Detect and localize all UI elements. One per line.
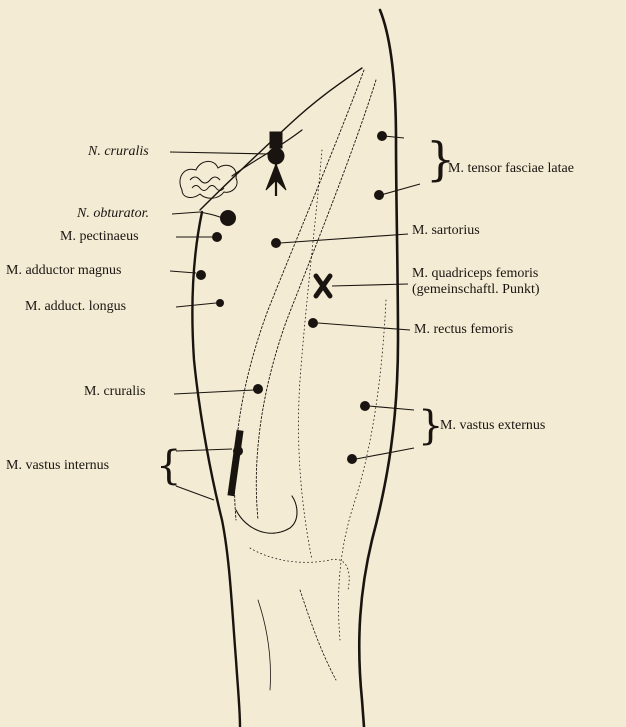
point-sartorius (271, 238, 281, 248)
label-n-cruralis: N. cruralis (88, 144, 149, 160)
rectus-shade (299, 150, 323, 560)
point-rectus-femoris (308, 318, 318, 328)
label-sartorius: M. sartorius (412, 223, 480, 239)
sartorius-edge-1 (234, 70, 364, 520)
n-cruralis-dot (268, 148, 284, 164)
quadriceps-x-marker (316, 276, 330, 296)
n-cruralis-bar-top (270, 132, 282, 148)
point-pectinaeus (212, 232, 222, 242)
knee-crease-1 (258, 600, 271, 690)
label-cruralis: M. cruralis (84, 384, 145, 400)
label-pectinaeus: M. pectinaeus (60, 229, 139, 245)
brace-vastus-internus: { (156, 446, 181, 486)
outer-contour (359, 10, 398, 727)
patella-shade (250, 548, 349, 590)
label-rectus-femoris: M. rectus femoris (414, 322, 513, 338)
pubic-hair (180, 161, 237, 198)
label-adductor-magnus: M. adductor magnus (6, 263, 121, 279)
point-vastus-ext-lower (347, 454, 357, 464)
patella-arc (236, 496, 297, 533)
point-adductor-magnus (196, 270, 206, 280)
leader-lines (170, 136, 420, 500)
label-tensor-fasciae-latae: M. tensor fasciae latae (448, 161, 574, 177)
label-n-obturator: N. obturator. (77, 206, 149, 222)
motor-points (196, 131, 387, 464)
label-vastus-externus: M. vastus externus (440, 418, 545, 434)
point-adduct-longus (216, 299, 224, 307)
point-n-obturator (220, 210, 236, 226)
point-vastus-ext-upper (360, 401, 370, 411)
knee-crease-2 (300, 590, 336, 680)
point-cruralis (253, 384, 263, 394)
label-quadriceps-femoris: M. quadriceps femoris (412, 266, 538, 282)
label-quadriceps-common-point: (gemeinschaftl. Punkt) (412, 282, 540, 298)
vastus-internus-electrode (227, 430, 243, 496)
label-adduct-longus: M. adduct. longus (25, 299, 126, 315)
label-vastus-internus: M. vastus internus (6, 458, 109, 474)
thigh-outline (192, 10, 398, 727)
n-cruralis-electrode (266, 132, 286, 196)
